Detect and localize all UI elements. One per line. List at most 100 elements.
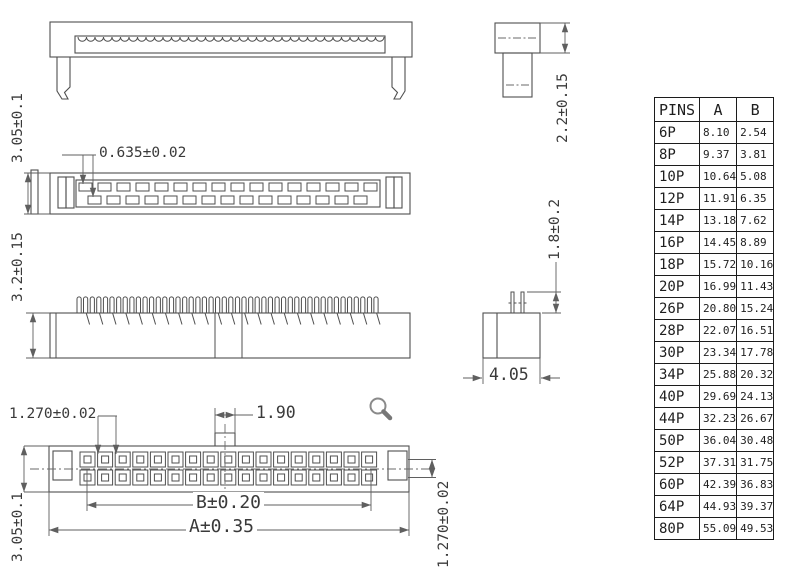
b-header: B	[736, 97, 775, 122]
a-cell: 36.04	[698, 429, 738, 452]
dim-contact-protrusion-label: 1.8±0.2	[547, 198, 563, 260]
pins-cell: 26P	[654, 297, 700, 320]
dim-side-width-label: 4.05	[489, 365, 529, 384]
dim-pin-pitch-label: 1.270±0.02	[9, 406, 97, 422]
b-cell: 8.89	[736, 231, 775, 254]
pins-cell: 10P	[654, 165, 700, 188]
b-cell: 31.75	[736, 451, 775, 474]
contact-slots	[78, 182, 378, 205]
pins-cell: 6P	[654, 121, 700, 144]
dim-row-pitch-lines	[408, 459, 436, 478]
pins-cell: 80P	[654, 517, 700, 540]
dim-contact-stagger-label: 0.635±0.02	[99, 145, 187, 161]
b-cell: 6.35	[736, 187, 775, 210]
a-cell: 20.80	[698, 297, 738, 320]
pins-header: PINS	[654, 97, 700, 122]
dim-pin-pitch-lines	[94, 415, 120, 454]
a-cell: 8.10	[698, 121, 738, 144]
dim-side-width-lines	[463, 358, 560, 384]
dim-contact-protrusion-lines	[527, 262, 561, 314]
pins-cell: 30P	[654, 341, 700, 364]
contact-holes	[79, 451, 378, 486]
b-cell: 36.83	[736, 473, 775, 496]
body-side-view	[482, 291, 541, 359]
cap-top-view	[49, 21, 413, 100]
b-cell: 3.81	[736, 143, 775, 166]
b-cell: 2.54	[736, 121, 775, 144]
b-cell: 11.43	[736, 275, 775, 298]
dim-row-pitch-label: 1.270±0.02	[436, 480, 452, 568]
socket-face-view	[30, 424, 438, 499]
a-cell: 29.69	[698, 385, 738, 408]
right-leg	[391, 57, 406, 100]
pins-cell: 40P	[654, 385, 700, 408]
pins-cell: 8P	[654, 143, 700, 166]
a-cell: 55.09	[698, 517, 738, 540]
pins-cell: 12P	[654, 187, 700, 210]
dim-key-width-lines	[214, 408, 253, 433]
b-cell: 7.62	[736, 209, 775, 232]
table-header-row: PINS A B	[654, 97, 775, 122]
pins-cell: 50P	[654, 429, 700, 452]
b-cell: 16.51	[736, 319, 775, 342]
a-cell: 42.39	[698, 473, 738, 496]
b-cell: 39.37	[736, 495, 775, 518]
idc-fork-contacts	[76, 296, 381, 325]
a-cell: 22.07	[698, 319, 738, 342]
a-cell: 9.37	[698, 143, 738, 166]
a-cell: 10.64	[698, 165, 738, 188]
dim-front-height-label: 3.05±0.1	[10, 93, 26, 163]
a-header: A	[698, 97, 738, 122]
pins-cell: 52P	[654, 451, 700, 474]
a-cell: 13.18	[698, 209, 738, 232]
dim-b-label: B±0.20	[193, 492, 265, 513]
dim-base-height-lines	[20, 445, 49, 493]
b-cell: 20.32	[736, 363, 775, 386]
body-fork-view	[49, 296, 411, 359]
b-cell: 10.16	[736, 253, 775, 276]
pins-cell: 60P	[654, 473, 700, 496]
left-leg	[56, 57, 71, 100]
dim-insulator-height-label: 3.2±0.15	[10, 232, 26, 302]
dim-cap-side-height-label: 2.2±0.15	[555, 73, 571, 143]
magnifier-icon[interactable]	[369, 397, 393, 421]
a-cell: 11.91	[698, 187, 738, 210]
pins-cell: 20P	[654, 275, 700, 298]
a-cell: 15.72	[698, 253, 738, 276]
dim-front-height-lines	[24, 172, 50, 215]
dim-contact-stagger-lines	[62, 154, 97, 197]
dim-cap-side-height-lines	[540, 22, 570, 54]
b-cell: 15.24	[736, 297, 775, 320]
a-cell: 44.93	[698, 495, 738, 518]
pins-cell: 14P	[654, 209, 700, 232]
dim-base-height-label: 3.05±0.1	[10, 492, 26, 562]
front-view	[30, 169, 411, 215]
a-cell: 25.88	[698, 363, 738, 386]
dim-insulator-height-lines	[26, 312, 50, 359]
a-cell: 37.31	[698, 451, 738, 474]
pins-cell: 18P	[654, 253, 700, 276]
serration-edge	[77, 36, 385, 42]
a-cell: 23.34	[698, 341, 738, 364]
pins-cell: 44P	[654, 407, 700, 430]
a-cell: 14.45	[698, 231, 738, 254]
b-cell: 30.48	[736, 429, 775, 452]
